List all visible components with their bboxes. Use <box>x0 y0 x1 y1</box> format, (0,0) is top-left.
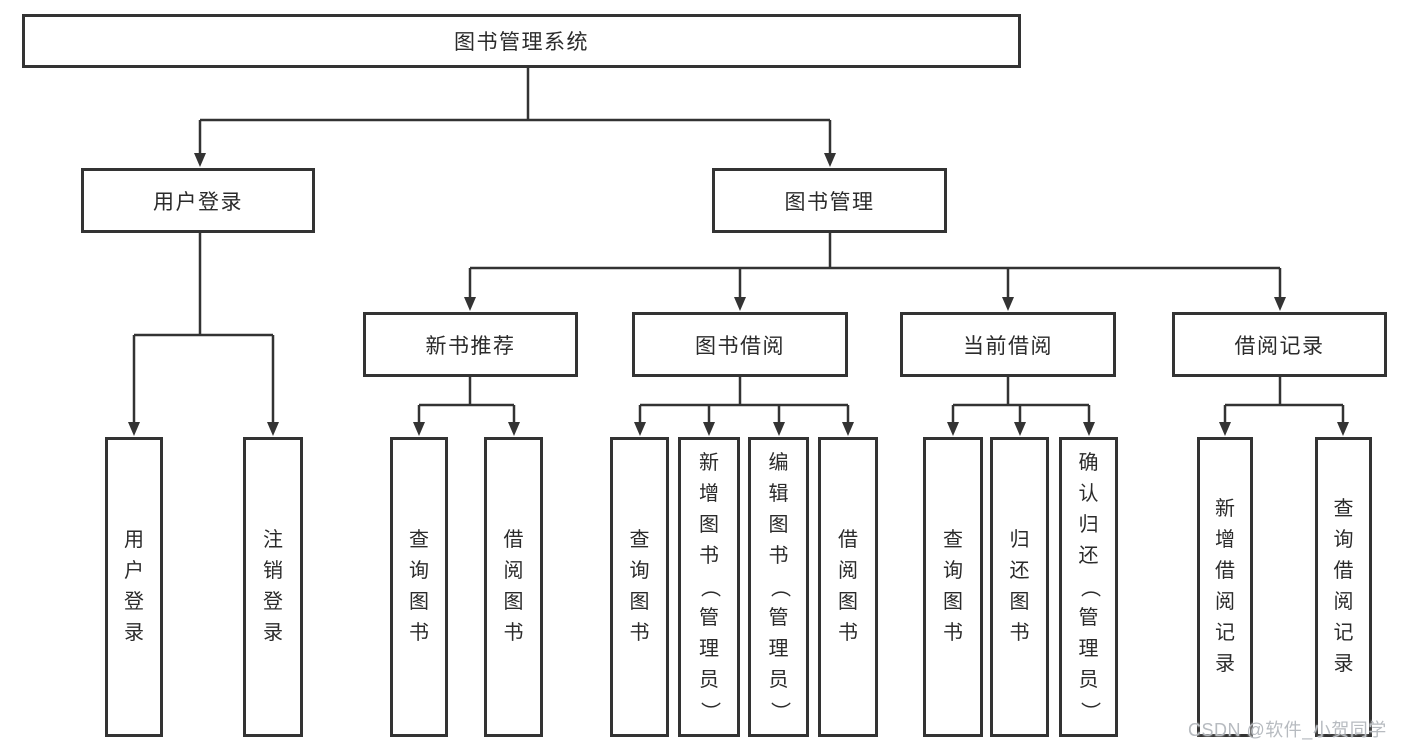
node-root: 图书管理系统 <box>22 14 1021 68</box>
node-book-mgmt: 图书管理 <box>712 168 947 233</box>
leaf-edit-book-admin: 编辑图书（管理员） <box>748 437 809 737</box>
leaf-query-books-1: 查询图书 <box>390 437 448 737</box>
connector-path <box>132 68 1345 424</box>
node-borrow-record-label: 借阅记录 <box>1234 334 1325 358</box>
node-new-book-recommend: 新书推荐 <box>363 312 578 377</box>
node-book-borrow-label: 图书借阅 <box>695 334 785 358</box>
leaf-query-books-2-label: 查询图书 <box>629 529 650 644</box>
leaf-add-borrow-record: 新增借阅记录 <box>1197 437 1253 737</box>
leaf-query-borrow-record: 查询借阅记录 <box>1315 437 1372 737</box>
leaf-query-books-2: 查询图书 <box>610 437 669 737</box>
leaf-query-books-3: 查询图书 <box>923 437 983 737</box>
leaf-add-borrow-record-label: 新增借阅记录 <box>1215 498 1235 675</box>
watermark: CSDN @软件_小贺同学 <box>1188 720 1387 740</box>
leaf-return-book: 归还图书 <box>990 437 1049 737</box>
node-current-borrow: 当前借阅 <box>900 312 1116 377</box>
leaf-borrow-books-1: 借阅图书 <box>484 437 543 737</box>
leaf-confirm-return-admin-label: 确认归还（管理员） <box>1078 451 1100 722</box>
leaf-query-borrow-record-label: 查询借阅记录 <box>1333 498 1354 675</box>
node-root-label: 图书管理系统 <box>454 31 589 54</box>
node-book-borrow: 图书借阅 <box>632 312 848 377</box>
leaf-query-books-1-label: 查询图书 <box>409 529 429 644</box>
node-current-borrow-label: 当前借阅 <box>963 334 1053 358</box>
leaf-borrow-books-2: 借阅图书 <box>818 437 878 737</box>
leaf-borrow-books-1-label: 借阅图书 <box>503 529 524 644</box>
leaf-confirm-return-admin: 确认归还（管理员） <box>1059 437 1118 737</box>
node-new-book-recommend-label: 新书推荐 <box>425 334 516 358</box>
leaf-add-book-admin: 新增图书（管理员） <box>678 437 740 737</box>
node-book-mgmt-label: 图书管理 <box>784 190 875 214</box>
leaf-user-login: 用户登录 <box>105 437 163 737</box>
leaf-edit-book-admin-label: 编辑图书（管理员） <box>768 451 790 722</box>
node-user-login-label: 用户登录 <box>153 190 243 214</box>
node-borrow-record: 借阅记录 <box>1172 312 1387 377</box>
leaf-user-login-label: 用户登录 <box>124 529 144 644</box>
leaf-query-books-3-label: 查询图书 <box>943 529 963 644</box>
leaf-return-book-label: 归还图书 <box>1009 529 1030 644</box>
leaf-logout: 注销登录 <box>243 437 303 737</box>
leaf-add-book-admin-label: 新增图书（管理员） <box>698 451 721 722</box>
node-user-login: 用户登录 <box>81 168 315 233</box>
leaf-logout-label: 注销登录 <box>263 529 283 644</box>
leaf-borrow-books-2-label: 借阅图书 <box>838 529 858 644</box>
